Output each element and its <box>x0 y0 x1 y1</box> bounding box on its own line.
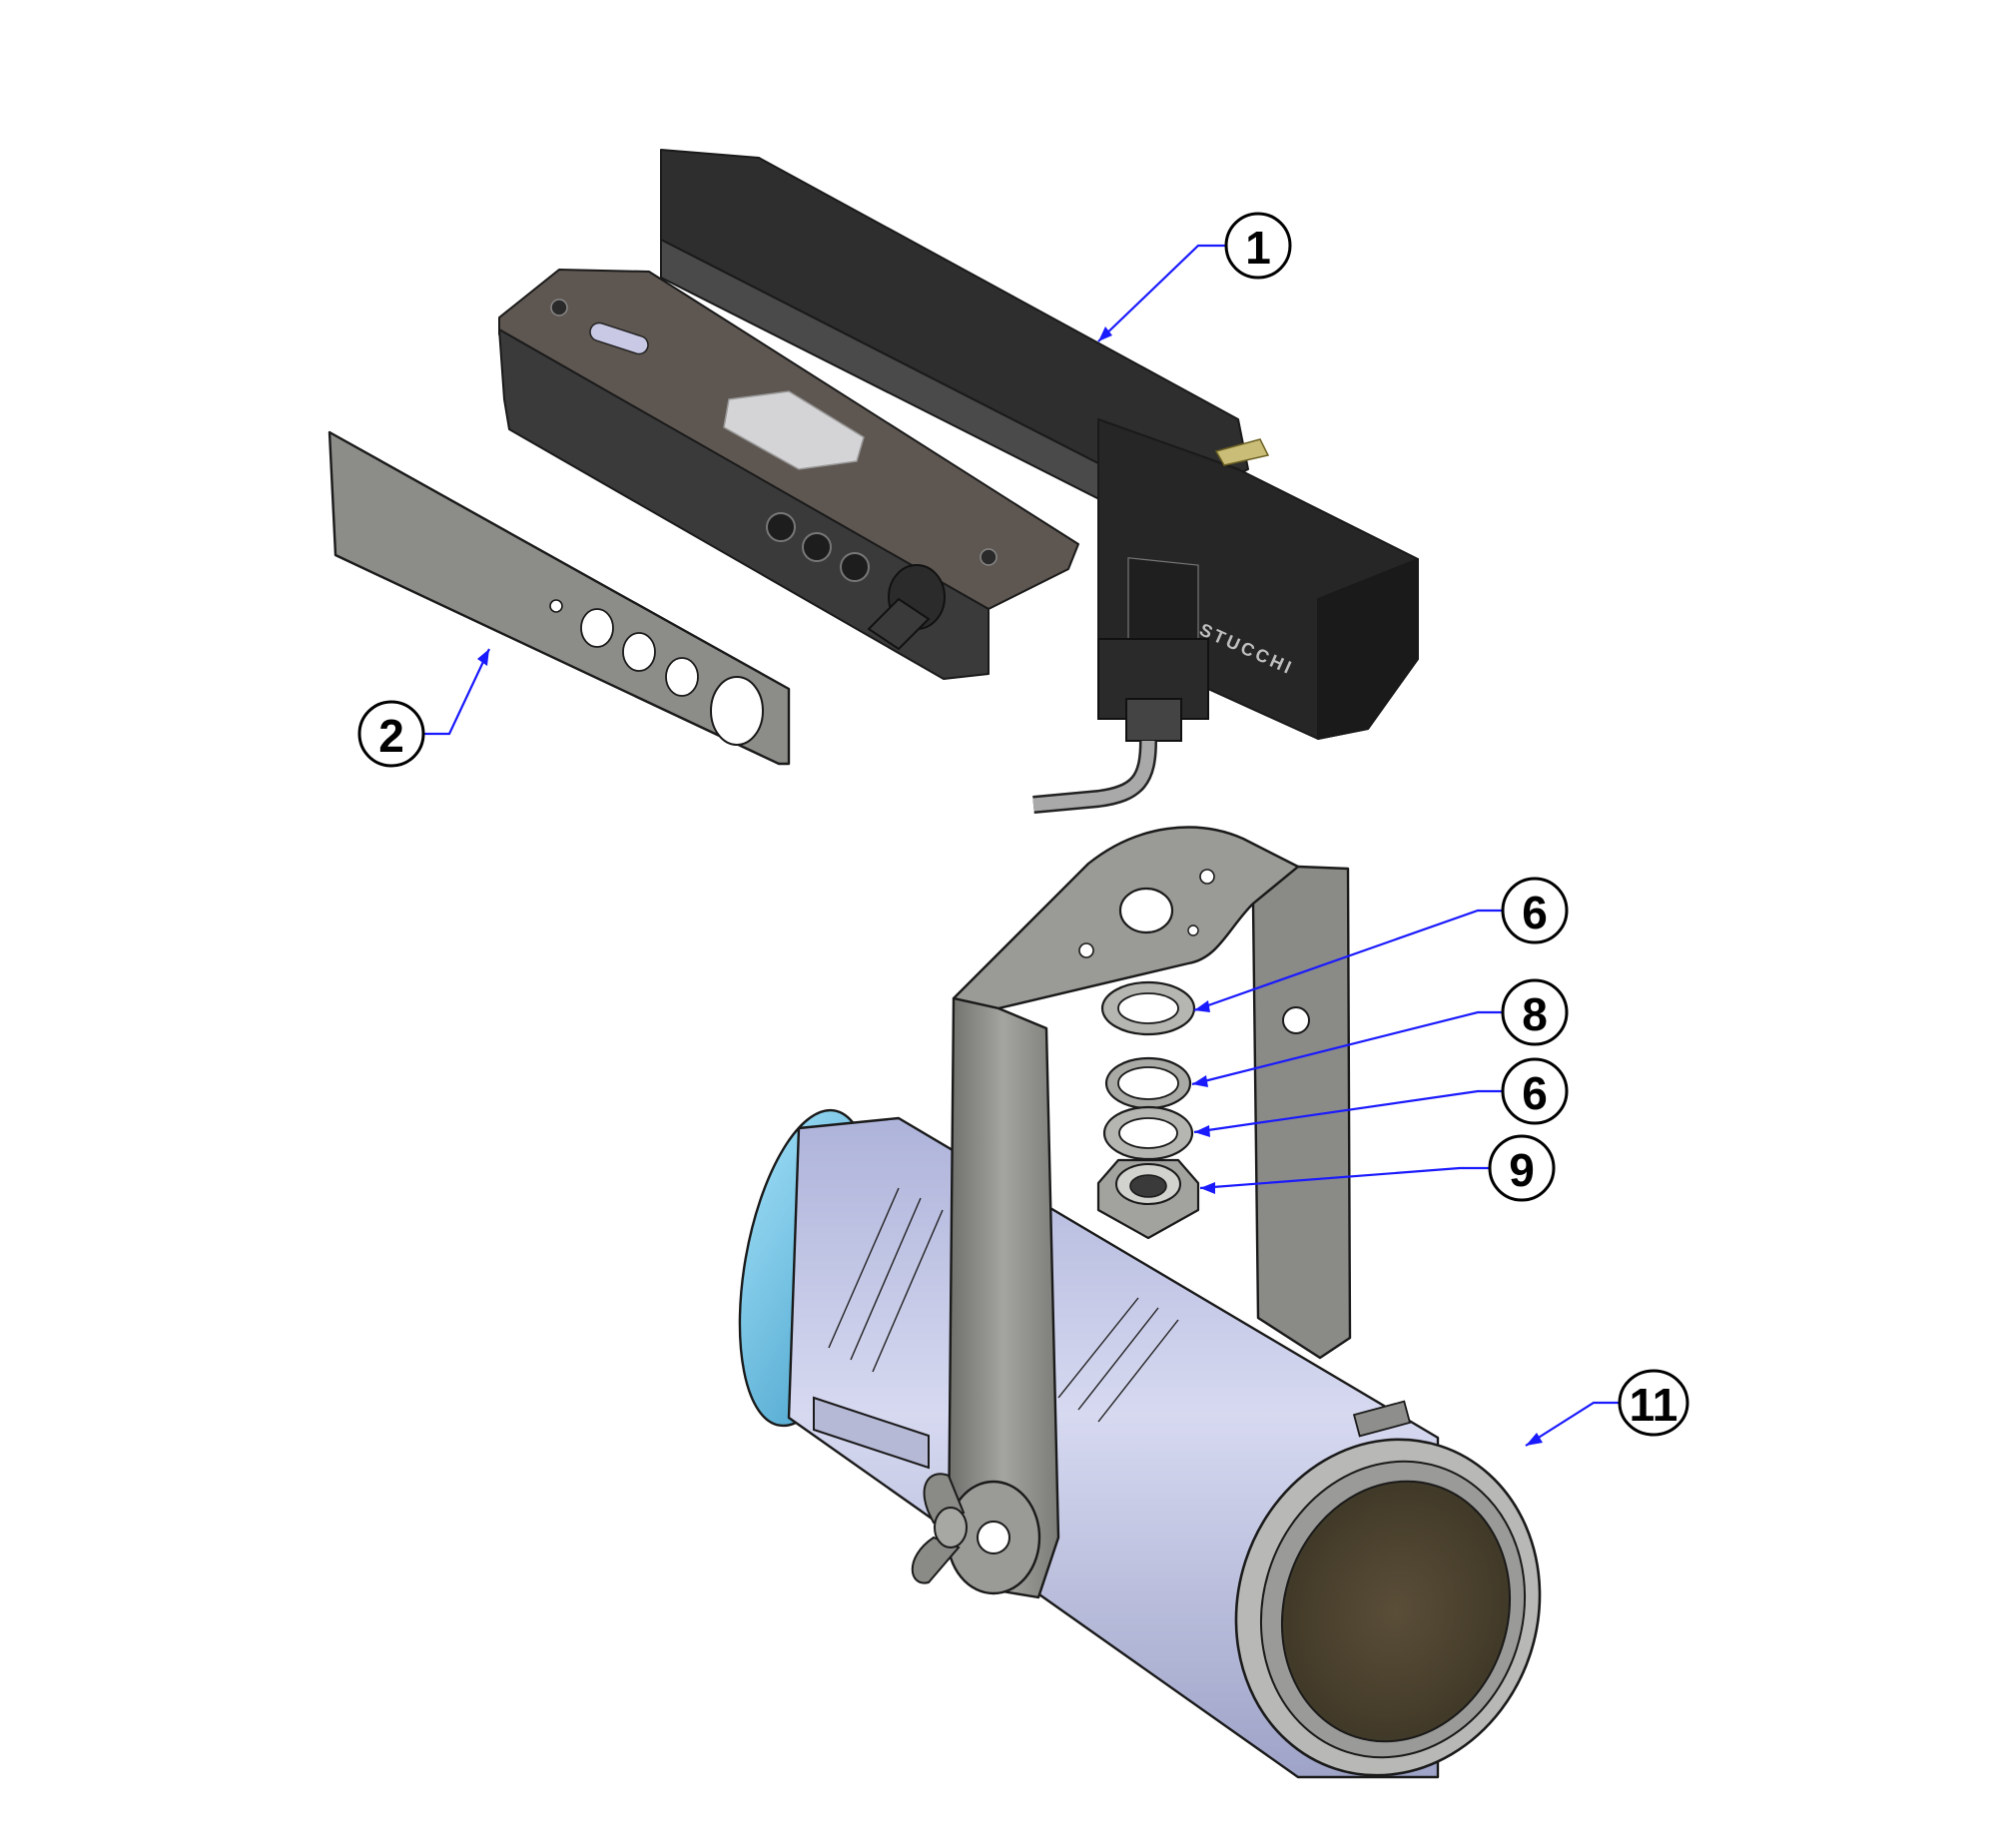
cover-plate-hole <box>665 657 699 697</box>
lamp-cooling-slot <box>872 1209 944 1373</box>
adapter-knob <box>867 564 946 651</box>
bracket-pivot-hole <box>977 1521 1010 1554</box>
adapter-contact <box>1214 438 1270 466</box>
bracket-side-hole <box>1282 1006 1310 1034</box>
callout-11: 11 <box>1618 1369 1689 1437</box>
callout-6b: 6 <box>1501 1057 1569 1125</box>
callout-1: 1 <box>1224 212 1292 280</box>
adapter-hole <box>802 532 832 562</box>
callout-leaders <box>423 244 1620 1447</box>
adapter-housing-side <box>498 328 990 680</box>
bracket-small-hole <box>1078 942 1094 958</box>
bracket-center-hole <box>1118 887 1174 934</box>
lamp-cooling-slot <box>1097 1319 1179 1423</box>
callout-11-label: 11 <box>1630 1379 1678 1431</box>
adapter-hole <box>766 512 796 542</box>
adapter-end-face <box>1317 558 1419 740</box>
callout-2-label: 2 <box>378 710 404 762</box>
bracket-small-hole <box>1199 869 1215 885</box>
adapter-slot <box>589 321 649 355</box>
callout-2: 2 <box>357 700 425 768</box>
washer-bottom <box>1102 1105 1194 1161</box>
callout-6a: 6 <box>1501 877 1569 944</box>
hex-nut <box>1096 1158 1200 1240</box>
lamp-cooling-slot <box>850 1197 922 1361</box>
adapter-hole <box>840 552 870 582</box>
u-bracket <box>911 826 1352 1599</box>
callout-9-label: 9 <box>1509 1144 1535 1196</box>
callout-9: 9 <box>1488 1134 1556 1202</box>
lamp-cooling-slot <box>828 1187 900 1349</box>
bracket-small-hole <box>1187 924 1199 936</box>
lamp-bezel-notch <box>1352 1400 1412 1438</box>
leader-8 <box>1191 1010 1503 1087</box>
track-adapter: STUCCHI <box>498 149 1419 814</box>
cover-plate-hole <box>580 608 614 648</box>
leader-6b <box>1193 1089 1503 1137</box>
spring-washer <box>1104 1056 1192 1110</box>
cover-plate-hole <box>622 632 656 672</box>
callout-6b-label: 6 <box>1522 1067 1548 1119</box>
callout-8-label: 8 <box>1522 988 1548 1040</box>
washer-top <box>1100 980 1196 1036</box>
lamp-cooling-slot <box>1057 1297 1139 1399</box>
adapter-connector <box>1032 638 1209 814</box>
lamp-label-box <box>813 1396 930 1470</box>
callout-8: 8 <box>1501 978 1569 1046</box>
leader-9 <box>1199 1166 1490 1194</box>
leader-11 <box>1525 1401 1620 1447</box>
washer-stack <box>1096 980 1200 1240</box>
callout-6a-label: 6 <box>1522 887 1548 938</box>
adapter-screw <box>980 548 998 566</box>
leader-2 <box>423 648 490 736</box>
wing-nut <box>911 1473 968 1584</box>
cover-plate <box>328 430 791 766</box>
leader-6a <box>1193 909 1503 1012</box>
adapter-screw <box>550 299 568 316</box>
lamp-cooling-slot <box>1077 1307 1159 1411</box>
callout-1-label: 1 <box>1245 222 1271 274</box>
adapter-label-plate <box>723 390 865 470</box>
leader-1 <box>1097 244 1226 342</box>
cover-plate-hole <box>710 676 764 746</box>
lamp-lens <box>1280 1480 1512 1743</box>
cover-plate-hole <box>549 599 563 613</box>
